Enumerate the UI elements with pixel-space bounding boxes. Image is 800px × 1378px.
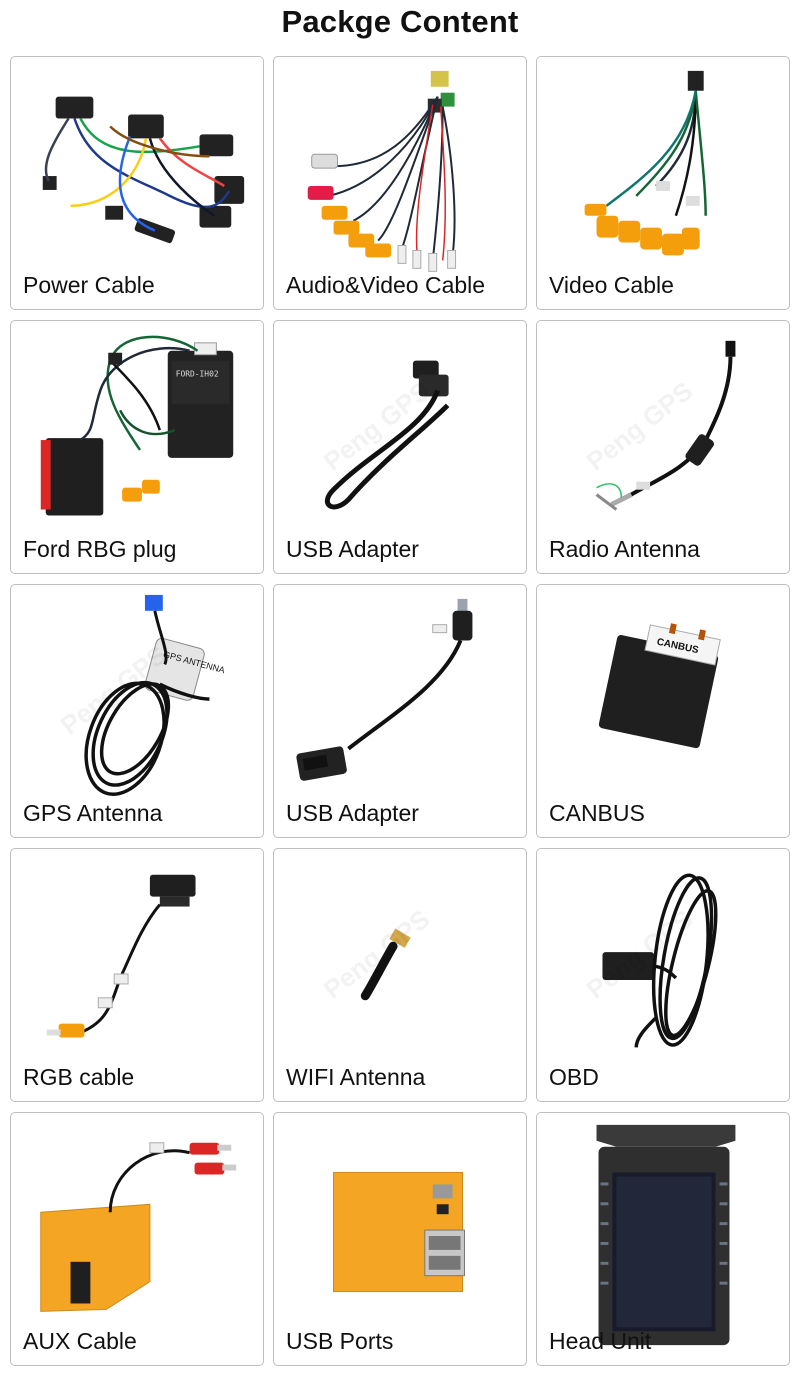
item-card-video-cable: Video Cable bbox=[536, 56, 790, 310]
item-card-aux-cable: AUX Cable bbox=[10, 1112, 264, 1366]
package-grid: Power Cable bbox=[10, 56, 790, 1366]
item-card-wifi-antenna: WIFI Antenna Peng GPS bbox=[273, 848, 527, 1102]
item-card-power-cable: Power Cable bbox=[10, 56, 264, 310]
item-label: Head Unit bbox=[549, 1328, 652, 1354]
wifi-antenna-icon bbox=[360, 928, 411, 1001]
audio-video-cable-icon bbox=[307, 70, 457, 272]
rgb-cable-icon bbox=[46, 874, 196, 1038]
video-cable-icon bbox=[584, 70, 707, 256]
item-label: Video Cable bbox=[549, 272, 674, 298]
item-card-canbus: CANBUS CANBUS bbox=[536, 584, 790, 838]
item-label: RGB cable bbox=[23, 1064, 135, 1090]
item-card-ford-rgb-plug: FORD-IH02 Ford RBG plug bbox=[10, 320, 264, 574]
item-label: WIFI Antenna bbox=[286, 1064, 426, 1090]
item-label: Radio Antenna bbox=[549, 536, 700, 562]
item-label: OBD bbox=[549, 1064, 599, 1090]
item-label: Power Cable bbox=[23, 272, 155, 298]
item-label: USB Ports bbox=[286, 1328, 394, 1354]
item-label: USB Adapter bbox=[286, 800, 419, 826]
usb-ports-board-icon bbox=[333, 1172, 465, 1293]
item-card-obd: OBD Peng GPS bbox=[536, 848, 790, 1102]
power-cable-icon bbox=[42, 96, 245, 244]
item-card-rgb-cable: RGB cable bbox=[10, 848, 264, 1102]
canbus-box-icon: CANBUS bbox=[598, 623, 721, 749]
item-card-gps-antenna: GPS ANTENNA GPS Antenna Peng GPS bbox=[10, 584, 264, 838]
gps-antenna-icon: GPS ANTENNA bbox=[84, 594, 226, 796]
module-text: FORD-IH02 bbox=[176, 370, 219, 379]
item-label: GPS Antenna bbox=[23, 800, 163, 826]
item-card-radio-antenna: Radio Antenna Peng GPS bbox=[536, 320, 790, 574]
item-label: CANBUS bbox=[549, 800, 645, 826]
head-unit-icon bbox=[596, 1124, 736, 1346]
item-card-usb-adapter-1: USB Adapter Peng GPS bbox=[273, 320, 527, 574]
obd-cable-icon bbox=[602, 873, 718, 1048]
item-card-head-unit: Head Unit bbox=[536, 1112, 790, 1366]
aux-cable-icon bbox=[40, 1142, 237, 1312]
item-label: Ford RBG plug bbox=[23, 536, 177, 562]
usb-adapter-icon bbox=[325, 360, 450, 510]
page-title: Packge Content bbox=[281, 4, 519, 39]
radio-antenna-icon bbox=[595, 340, 736, 511]
item-label: USB Adapter bbox=[286, 536, 419, 562]
usb-adapter-icon bbox=[296, 598, 473, 781]
item-card-audio-video-cable: Audio&Video Cable bbox=[273, 56, 527, 310]
item-card-usb-ports: USB Ports bbox=[273, 1112, 527, 1366]
item-label: Audio&Video Cable bbox=[286, 272, 486, 298]
item-label: AUX Cable bbox=[23, 1328, 137, 1354]
ford-rgb-plug-icon: FORD-IH02 bbox=[40, 335, 234, 516]
item-card-usb-adapter-2: USB Adapter bbox=[273, 584, 527, 838]
